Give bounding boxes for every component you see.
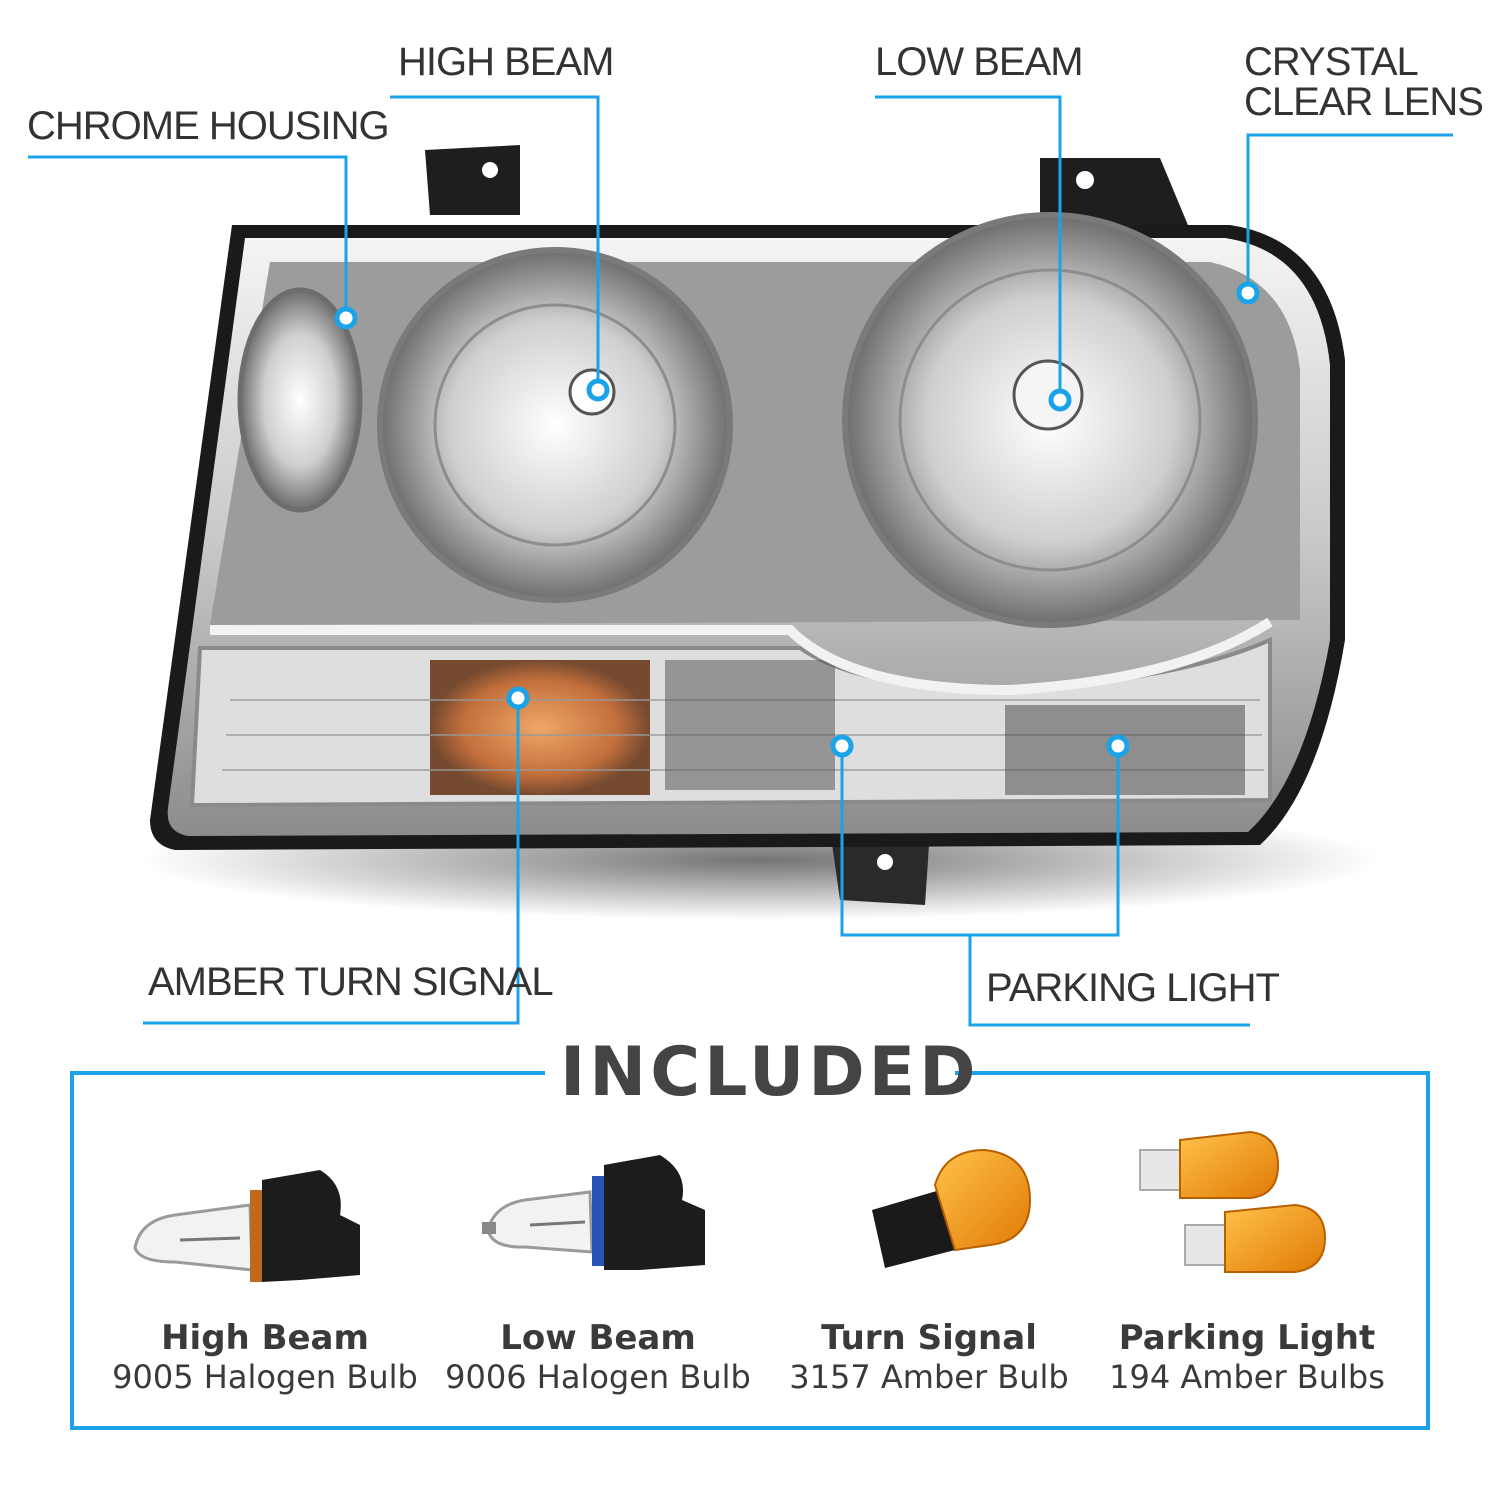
included-item-parking-light: Parking Light 194 Amber Bulbs [1082,1318,1412,1396]
crystal-clear-lens-marker [1236,281,1260,305]
halogen-bulb-9005-icon [133,1170,360,1282]
included-item-name: Low Beam [500,1318,696,1358]
included-item-name: High Beam [161,1318,369,1358]
callout-lines [28,95,1453,1027]
crystal-clear-lens-label-line2: CLEAR LENS [1244,80,1484,124]
high-beam-marker [586,378,610,402]
included-title: INCLUDED [560,1033,980,1112]
amber-turn-signal-label: AMBER TURN SIGNAL [148,960,554,1004]
amber-turn-signal-lens [430,660,650,795]
chrome-housing-label: CHROME HOUSING [27,104,390,148]
parking-light-label: PARKING LIGHT [986,966,1280,1010]
high-beam-label: HIGH BEAM [398,40,614,84]
included-item-name: Parking Light [1118,1318,1376,1358]
included-item-low-beam: Low Beam 9006 Halogen Bulb [433,1318,763,1396]
halogen-bulb-9006-icon [482,1155,705,1270]
amber-bulbs-194-icon [1139,1130,1327,1273]
included-box [70,1071,1430,1430]
included-item-desc: 9005 Halogen Bulb [112,1358,418,1396]
crystal-clear-lens-label-line1: CRYSTAL [1244,40,1419,84]
included-item-high-beam: High Beam 9005 Halogen Bulb [100,1318,430,1396]
low-beam-marker [1048,388,1072,412]
amber-turn-signal-marker [506,686,530,710]
high-beam-reflector [377,247,733,603]
parking-light-marker-right [1106,734,1130,758]
included-item-desc: 3157 Amber Bulb [789,1358,1069,1396]
chrome-housing-marker [334,306,358,330]
low-beam-label: LOW BEAM [875,40,1084,84]
included-item-desc: 194 Amber Bulbs [1109,1358,1385,1396]
headlight-assembly [150,145,1345,905]
included-item-desc: 9006 Halogen Bulb [445,1358,751,1396]
callout-dots [334,281,1260,758]
parking-light-marker-left [830,734,854,758]
included-item-name: Turn Signal [821,1318,1037,1358]
amber-bulb-3157-icon [872,1148,1032,1268]
included-item-turn-signal: Turn Signal 3157 Amber Bulb [764,1318,1094,1396]
